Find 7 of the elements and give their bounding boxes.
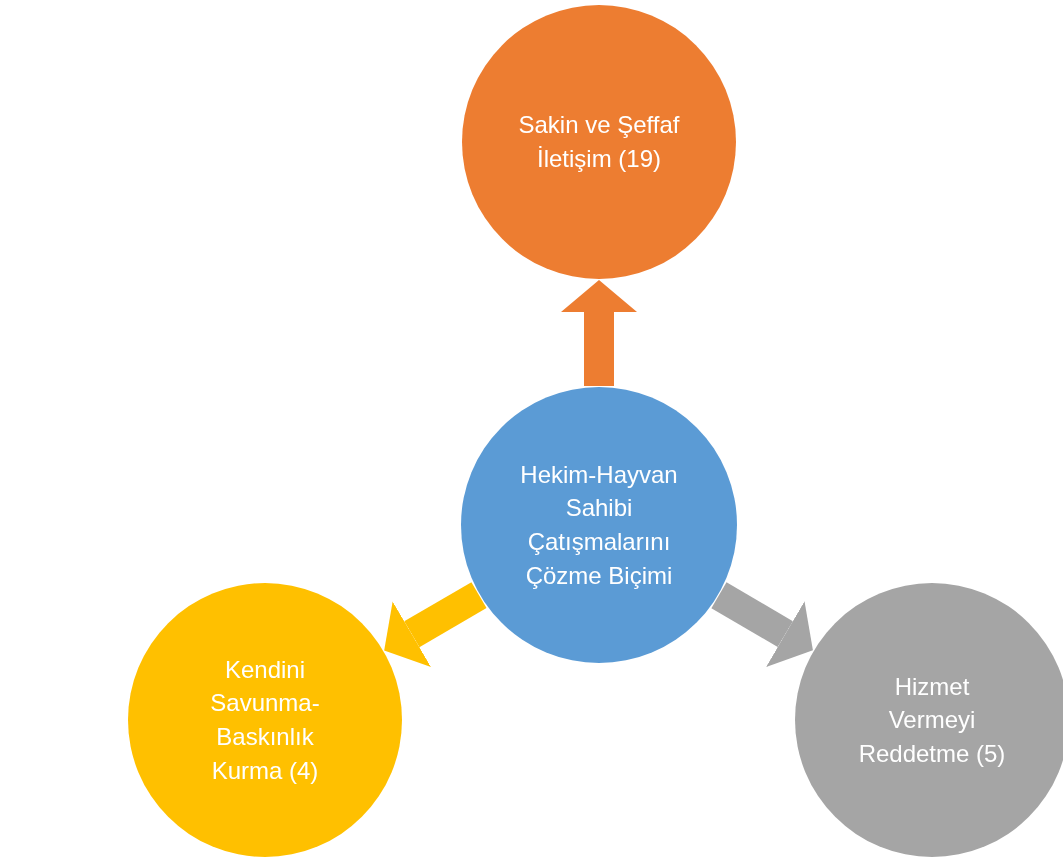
block-arrow: [711, 582, 813, 667]
block-arrow: [384, 582, 487, 668]
node-label: Kendini Savunma-Baskınlık Kurma (4): [209, 654, 321, 786]
node-label: Sakin ve Şeffaf İletişim (19): [517, 110, 681, 174]
block-arrow: [561, 280, 637, 386]
node-label: Hizmet Vermeyi Reddetme (5): [857, 671, 1007, 769]
node-label: Hekim-Hayvan Sahibi Çatışmalarını Çözme Biçimi: [519, 459, 679, 591]
